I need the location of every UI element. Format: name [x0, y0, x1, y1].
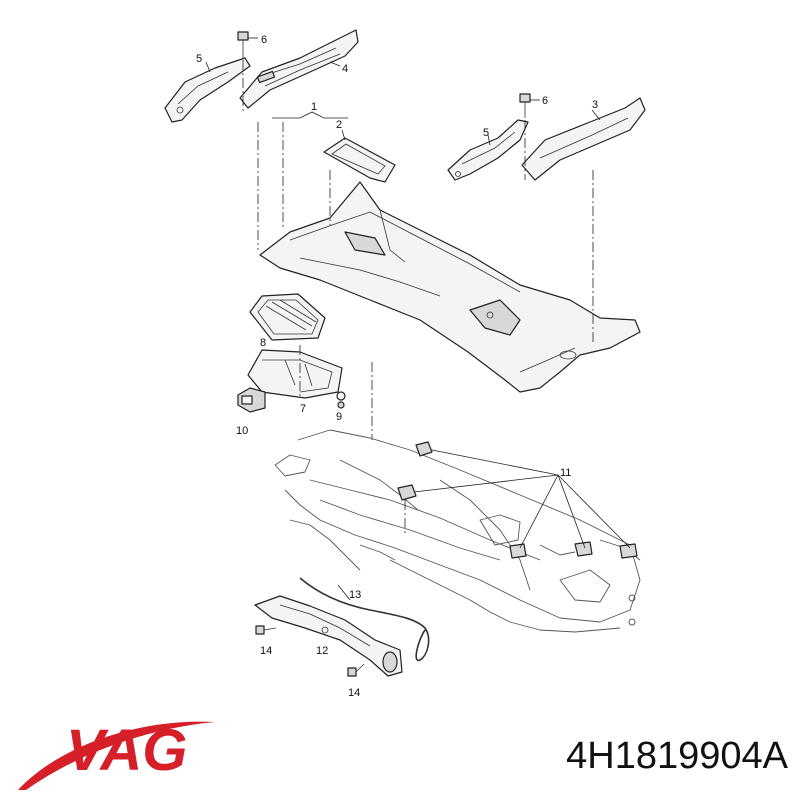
part-14-screw-bottom — [347, 663, 365, 677]
callout-10: 10 — [236, 425, 248, 437]
label-1-bracket — [272, 111, 348, 119]
leader-13 — [337, 584, 351, 601]
callout-13: 13 — [349, 589, 361, 601]
callout-5-left: 5 — [196, 53, 202, 65]
callout-2: 2 — [336, 119, 342, 131]
leader-3 — [591, 109, 601, 121]
callout-7: 7 — [300, 403, 306, 415]
leader-4 — [329, 61, 341, 67]
leader-5-left — [205, 61, 211, 73]
part-2-cover-plate — [323, 137, 396, 183]
label-11-leaders — [413, 449, 631, 549]
callout-11: 11 — [560, 467, 571, 479]
part-5-bracket-left — [164, 57, 251, 123]
part-3-trim-strip — [521, 97, 646, 181]
callout-1: 1 — [311, 101, 317, 113]
callout-14-bottom: 14 — [348, 687, 360, 699]
part-14-screw-left — [255, 625, 277, 635]
part-8-filter — [249, 293, 326, 341]
callout-6-left: 6 — [261, 34, 267, 46]
part-number: 4H1819904A — [566, 735, 789, 777]
part-4-trim-strip — [239, 29, 359, 109]
logo-swoosh — [18, 721, 215, 790]
part-11-clips — [397, 441, 638, 559]
vag-logo: VAG — [18, 718, 215, 790]
vehicle-body-structure — [274, 429, 641, 633]
callout-14-left: 14 — [260, 645, 272, 657]
part-5-bracket-right — [447, 119, 529, 181]
part-10-sensor — [237, 387, 266, 413]
part-6-screw-right — [519, 93, 540, 118]
logo-text: VAG — [66, 718, 187, 783]
part-6-screw-left — [237, 31, 258, 58]
callout-5-right: 5 — [483, 127, 489, 139]
part-1-plenum-panel — [259, 181, 641, 393]
part-7-housing — [247, 349, 343, 399]
callout-6-right: 6 — [542, 95, 548, 107]
callout-9: 9 — [336, 411, 342, 423]
part-13-cable — [299, 577, 430, 662]
callout-8: 8 — [260, 337, 266, 349]
callout-4: 4 — [342, 63, 348, 75]
leader-5-right — [487, 134, 491, 146]
part-12-bracket — [254, 595, 403, 677]
callout-12: 12 — [316, 645, 328, 657]
leader-2 — [341, 129, 346, 141]
part-9-nut — [336, 391, 346, 409]
callout-3: 3 — [592, 99, 598, 111]
